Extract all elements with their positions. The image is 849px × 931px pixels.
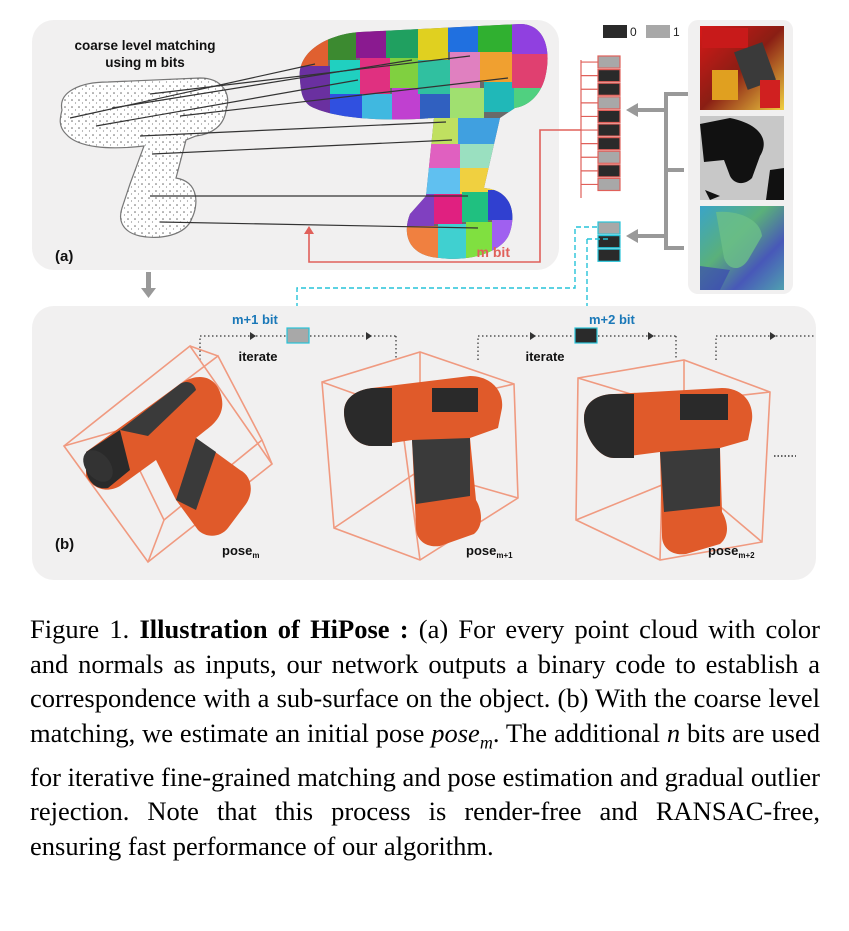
binary-code-column-1 [597, 55, 621, 192]
panel-arrow-head [141, 288, 156, 298]
code-extra-bit-cell [597, 235, 621, 249]
pose-m1-drill [344, 376, 503, 547]
panel-b-label: (b) [55, 536, 74, 553]
pose-m1-label: posem+1 [466, 543, 513, 560]
arrow-head-code2 [626, 229, 638, 243]
iterate-label-1: iterate [238, 349, 277, 364]
legend-zero-label: 0 [630, 25, 637, 39]
panel-arrow-shaft [146, 272, 151, 288]
m2-bit-cell [574, 327, 598, 344]
code-bit-cell [597, 177, 621, 192]
caption-text-1: (a) For every point cloud with color and… [30, 614, 821, 748]
m-bit-connector [304, 129, 581, 263]
figure-caption: Figure 1. Illustration of HiPose : (a) F… [30, 612, 820, 863]
legend-one-label: 1 [673, 25, 680, 39]
legend-zero-swatch [603, 25, 627, 38]
code-bit-cell [597, 82, 621, 96]
m1-bit-cell [286, 327, 310, 344]
depth-input-image [700, 116, 784, 200]
arrow-head-code1 [626, 103, 638, 117]
hipose-figure: coarse level matching using m bits [32, 20, 816, 580]
point-cloud-drill [59, 77, 229, 239]
iterate-label-2: iterate [525, 349, 564, 364]
pose-m2-drill [584, 388, 753, 555]
m1-bit-connector [296, 226, 608, 324]
m1-bit-label: m+1 bit [232, 312, 279, 327]
code-bit-cell [597, 96, 621, 110]
legend-one-swatch [646, 25, 670, 38]
caption-prefix: Figure 1. [30, 614, 140, 644]
input-arrows [634, 92, 688, 250]
code-bit-cell [597, 164, 621, 178]
code-bit-cell [597, 55, 621, 69]
caption-text-3: bits are used for iterative fine-grained… [30, 717, 820, 861]
panel-a-title-line1: coarse level matching [74, 38, 215, 53]
code-extra-bit-cell [597, 248, 621, 262]
code-bit-cell [597, 109, 621, 124]
caption-text-2: . The additional [492, 717, 667, 748]
m2-bit-label: m+2 bit [589, 312, 636, 327]
pose-m-box [62, 344, 274, 564]
pose-m-drill [83, 377, 251, 536]
pose-m-label: posem [222, 543, 259, 560]
timeline-arrowheads [250, 332, 776, 340]
correspondence-lines [69, 55, 509, 229]
normal-map-input-image [700, 206, 784, 290]
caption-math-n: n [666, 717, 681, 748]
pose-m2-label: posem+2 [708, 543, 755, 560]
caption-bold-title: Illustration of HiPose : [139, 614, 409, 644]
rgb-input-image [700, 26, 784, 110]
code-bit-cell [597, 137, 621, 151]
panel-a-label: (a) [55, 248, 73, 265]
code-bit-cell [597, 150, 621, 164]
legend: 0 1 [603, 25, 680, 39]
code-bracket-ticks [581, 61, 598, 186]
code-bit-cell [597, 123, 621, 137]
code-bit-cell [597, 68, 621, 83]
code-extra-bit-cell [597, 221, 621, 235]
m-bit-label: m bit [477, 244, 511, 260]
panel-a-title-line2: using m bits [105, 55, 185, 70]
iterate-timeline [199, 335, 816, 360]
binary-code-column-2 [597, 221, 621, 262]
caption-math-pose: posem [431, 717, 493, 753]
